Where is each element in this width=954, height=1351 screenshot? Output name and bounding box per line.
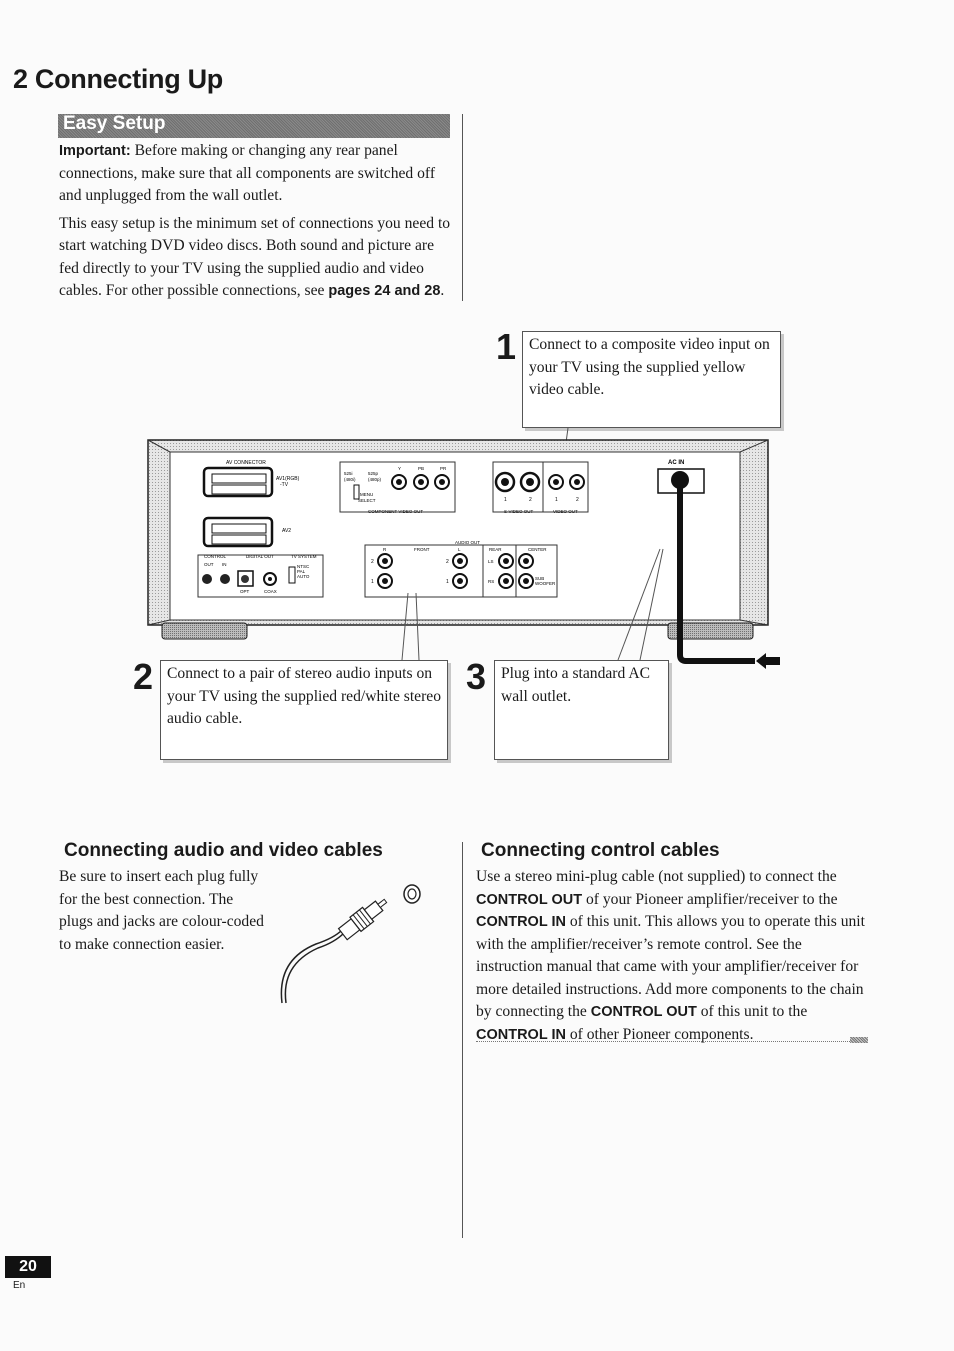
pr-label: PR	[440, 466, 447, 471]
important-paragraph: Important: Before making or changing any…	[59, 140, 454, 208]
page-number: 20	[5, 1256, 51, 1278]
setup-text: This easy setup is the minimum set of co…	[59, 214, 451, 300]
woofer-label: WOOFER	[535, 581, 556, 586]
page-title: 2 Connecting Up	[13, 64, 223, 94]
audio-video-heading: Connecting audio and video cables	[64, 840, 383, 861]
control-text-5: of other Pioneer components.	[565, 1025, 754, 1043]
pb-label: PB	[418, 466, 424, 471]
y-label: Y	[398, 466, 401, 471]
svideo-2-label: 2	[529, 497, 532, 503]
control-out-jack	[202, 574, 212, 584]
auto-label: AUTO	[297, 574, 310, 579]
ntsc-label: NTSC	[297, 564, 310, 569]
power-cord	[677, 480, 755, 664]
intro-text: Important: Before making or changing any…	[59, 140, 454, 308]
important-label: Important:	[59, 143, 131, 159]
ls-label: LS	[488, 559, 494, 564]
easy-setup-heading: Easy Setup	[63, 113, 166, 134]
scart-av2	[202, 516, 274, 548]
step-2-callout: Connect to a pair of stereo audio inputs…	[160, 660, 448, 760]
select-label: SELECT	[358, 498, 376, 503]
control-label: CONTROL	[204, 554, 226, 559]
center-label: CENTER	[528, 547, 547, 552]
step-3-callout: Plug into a standard AC wall outlet.	[494, 660, 669, 760]
opt-label: OPT	[240, 589, 250, 594]
step-1-callout: Connect to a composite video input on yo…	[522, 331, 781, 428]
svideo-out-label: S-VIDEO OUT	[504, 509, 534, 514]
step-1-number: 1	[496, 326, 517, 367]
menu-label: MENU	[360, 492, 373, 497]
control-in-term: CONTROL IN	[476, 914, 566, 930]
dvd-rear-panel-illustration: AV CONNECTOR AV1(RGB) -TV AV2 CONTROL DI…	[147, 427, 780, 669]
control-text-4: of this unit to the	[696, 1003, 808, 1020]
525p-label: 525p	[368, 471, 379, 476]
front-r-2-label: 2	[371, 559, 374, 565]
525i-label: 525i	[344, 471, 353, 476]
front-label: FRONT	[414, 547, 430, 552]
control-out-label: OUT	[204, 562, 214, 567]
page-reference: pages 24 and 28	[328, 283, 441, 299]
scart-av1	[202, 466, 274, 498]
section-bar	[58, 114, 450, 138]
control-out-term-2: CONTROL OUT	[590, 1004, 697, 1020]
video-select-switch	[353, 484, 360, 500]
av1-label: AV1(RGB)	[276, 476, 300, 482]
column-divider-bottom	[462, 842, 463, 1238]
pal-label: PAL	[297, 569, 306, 574]
av2-label: AV2	[282, 528, 291, 534]
audio-out-label: AUDIO OUT	[455, 540, 480, 545]
front-l-1-label: 1	[446, 579, 449, 585]
av-connector-label: AV CONNECTOR	[226, 460, 266, 466]
setup-end: .	[440, 282, 445, 299]
480p-label: (480p)	[368, 477, 382, 482]
coax-label: COAX	[264, 589, 277, 594]
step-1-text: Connect to a composite video input on yo…	[529, 336, 770, 398]
control-in-label: IN	[222, 562, 227, 567]
svideo-1-label: 1	[504, 497, 507, 503]
component-video-out-label: COMPONENT VIDEO OUT	[368, 509, 423, 514]
l-label: L	[458, 547, 461, 552]
step-2-text: Connect to a pair of stereo audio inputs…	[167, 665, 442, 727]
digital-out-label: DIGITAL OUT	[246, 554, 274, 559]
control-cables-heading: Connecting control cables	[481, 840, 720, 861]
important-text: Before making or changing any rear panel…	[59, 142, 436, 204]
control-in-term-2: CONTROL IN	[476, 1026, 566, 1043]
control-cables-text: Use a stereo mini-plug cable (not suppli…	[476, 866, 868, 1046]
video-out-label: VIDEO OUT	[553, 509, 578, 514]
step-3-number: 3	[466, 656, 487, 697]
rear-label: REAR	[489, 547, 502, 552]
arrow-right-icon	[756, 653, 780, 669]
av1-sub-label: -TV	[280, 482, 289, 488]
rs-label: RS	[488, 579, 494, 584]
setup-paragraph: This easy setup is the minimum set of co…	[59, 213, 454, 303]
control-text-2: of your Pioneer amplifier/receiver to th…	[582, 890, 838, 908]
front-l-2-label: 2	[446, 559, 449, 565]
front-r-1-label: 1	[371, 579, 374, 585]
r-label: R	[383, 547, 387, 552]
video-2-label: 2	[576, 497, 579, 503]
control-out-term: CONTROL OUT	[476, 891, 583, 908]
480i-label: (480i)	[344, 477, 356, 482]
language-code: En	[13, 1280, 26, 1291]
step-2-number: 2	[133, 656, 154, 697]
step-3-text: Plug into a standard AC wall outlet.	[501, 665, 651, 705]
video-1-label: 1	[555, 497, 558, 503]
control-text-1: Use a stereo mini-plug cable (not suppli…	[476, 868, 837, 885]
rca-plug-illustration	[280, 884, 421, 1004]
section-end-rule	[476, 1041, 850, 1042]
control-in-jack	[220, 574, 230, 584]
tv-system-label: TV SYSTEM	[291, 554, 317, 559]
column-divider-top	[462, 114, 463, 301]
audio-video-text: Be sure to insert each plug fully for th…	[59, 868, 264, 953]
ac-in-label: AC IN	[668, 460, 684, 466]
control-text-3: of this unit. This allows you to operate…	[476, 913, 865, 1020]
sub-label: SUB	[535, 576, 544, 581]
section-end-marker	[850, 1037, 868, 1043]
